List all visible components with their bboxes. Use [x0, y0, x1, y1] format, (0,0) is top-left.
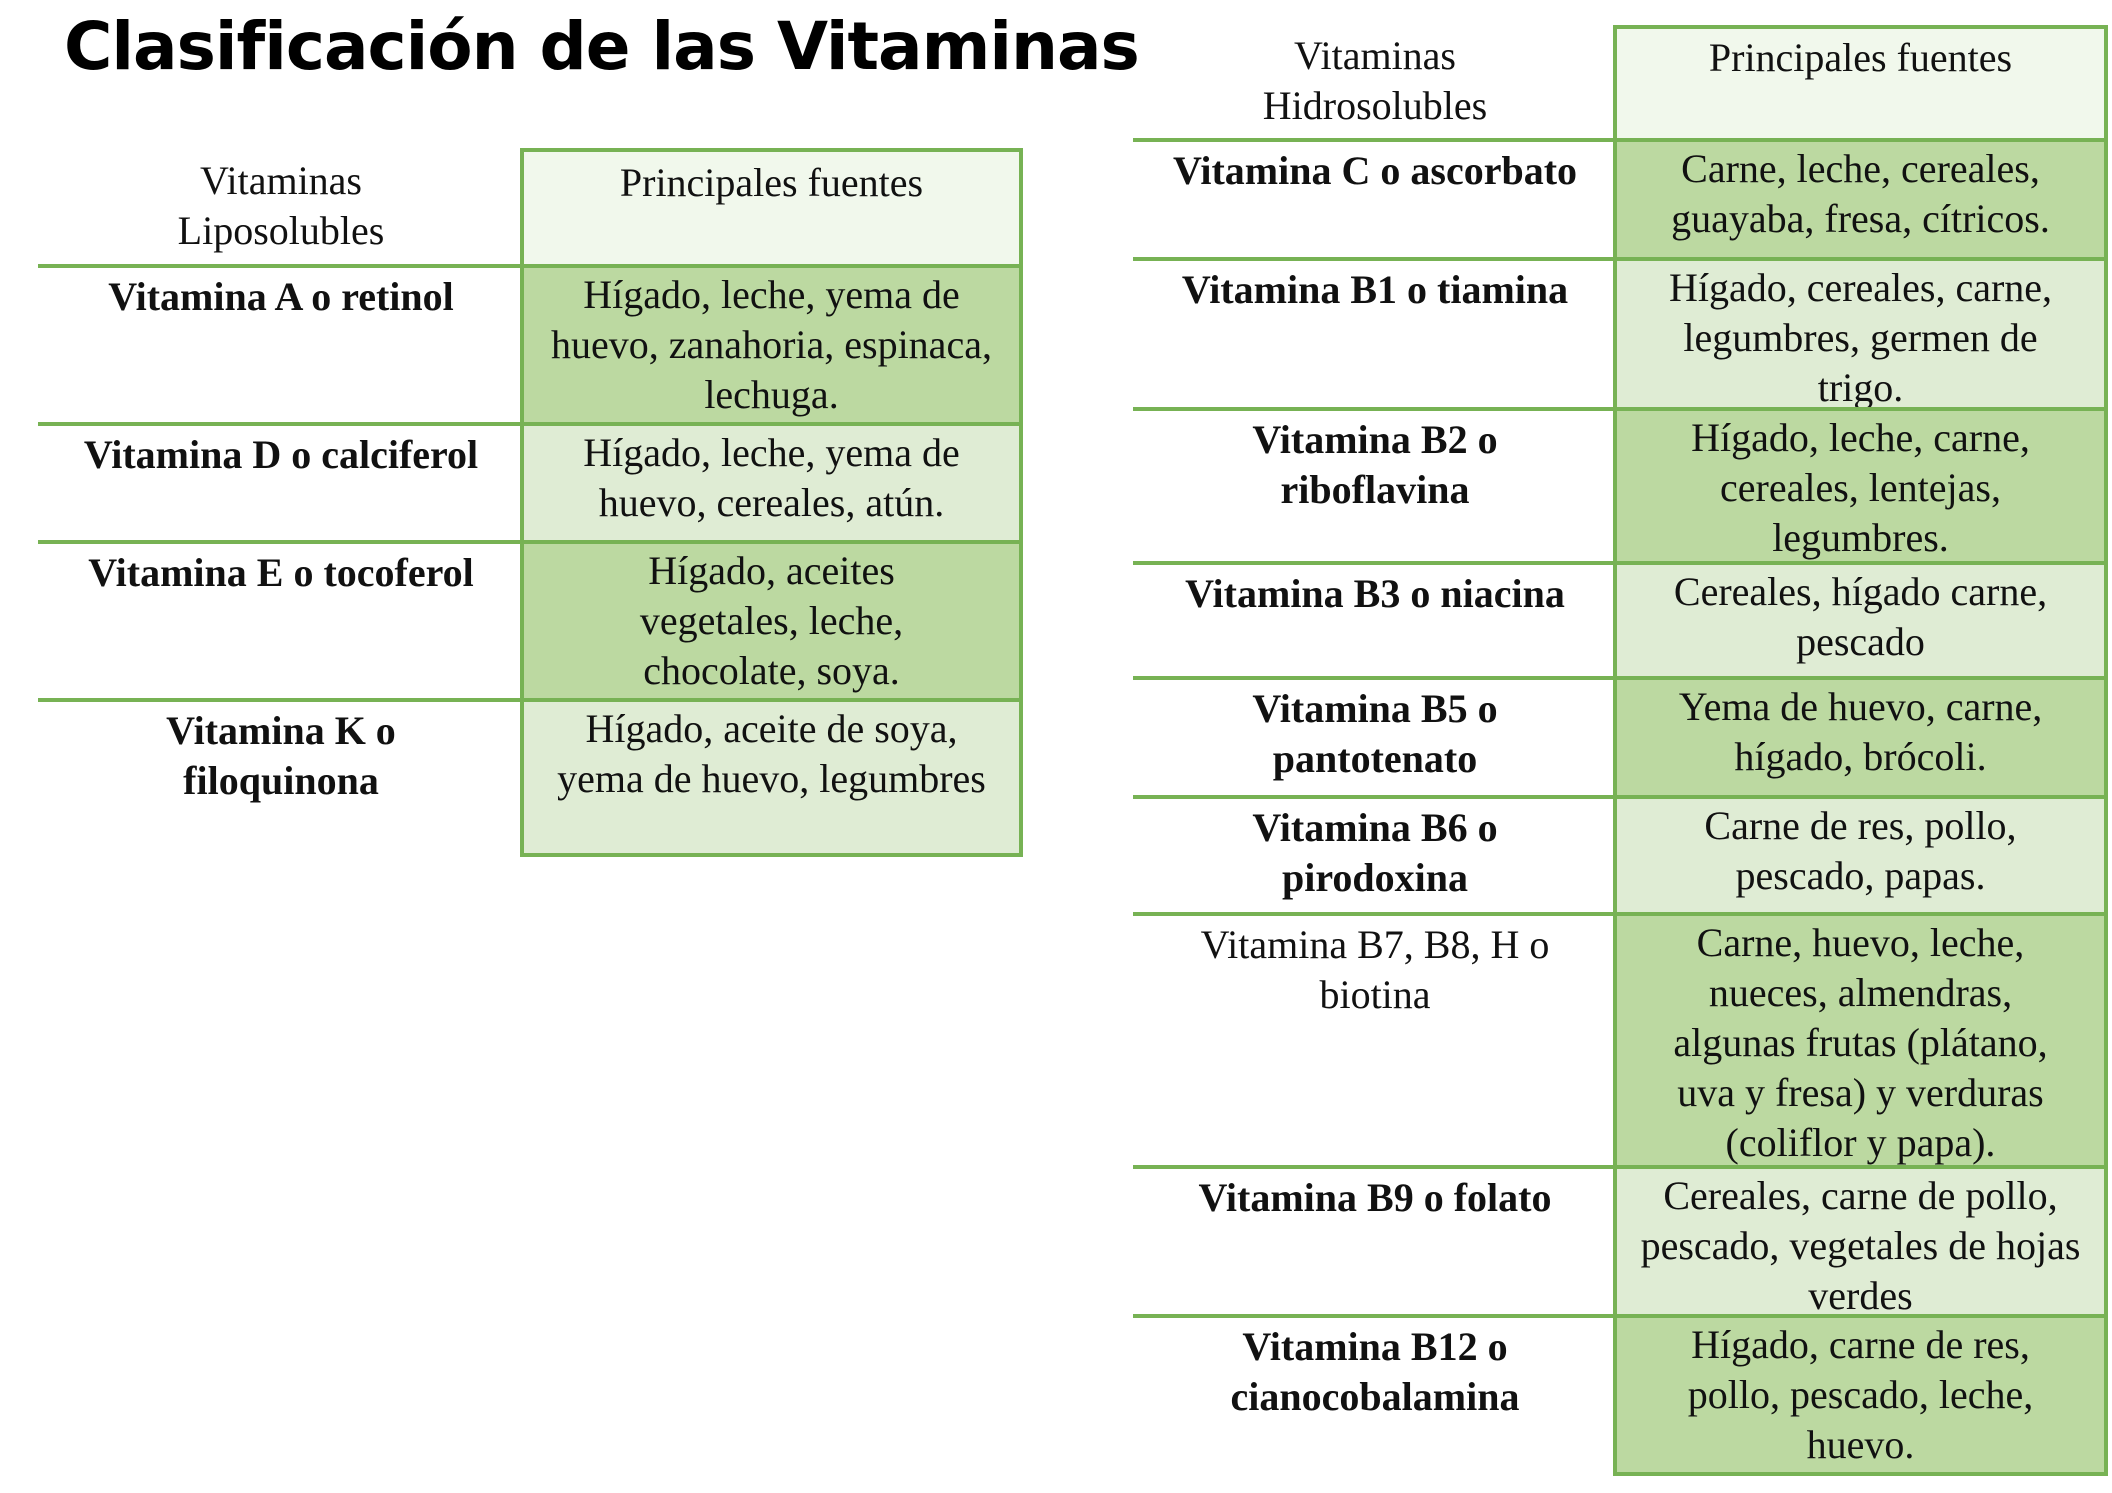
table-header-row: Vitaminas Hidrosolubles Principales fuen… [1133, 25, 2108, 138]
table-row: Vitamina B6 o pirodoxina Carne de res, p… [1133, 795, 2108, 912]
table-row: Vitamina B9 o folato Cereales, carne de … [1133, 1165, 2108, 1318]
vitamin-sources: Cereales, carne de pollo, pescado, veget… [1613, 1169, 2108, 1318]
header-principales-fuentes: Principales fuentes [1613, 25, 2108, 138]
table-row: Vitamina B7, B8, H o biotina Carne, huev… [1133, 912, 2108, 1165]
liposolubles-table: Vitaminas Liposolubles Principales fuent… [38, 148, 1023, 857]
page-title: Clasificación de las Vitaminas [64, 8, 1140, 85]
vitamin-sources: Carne, huevo, leche, nueces, almendras, … [1613, 916, 2108, 1165]
vitamin-sources: Hígado, leche, yema de huevo, cereales, … [520, 426, 1023, 540]
vitamin-sources: Cereales, hígado carne, pescado [1613, 565, 2108, 676]
table-header-row: Vitaminas Liposolubles Principales fuent… [38, 148, 1023, 264]
hidrosolubles-table: Vitaminas Hidrosolubles Principales fuen… [1133, 25, 2108, 1476]
vitamin-sources: Yema de huevo, carne, hígado, brócoli. [1613, 680, 2108, 795]
vitamin-name: Vitamina B3 o niacina [1185, 571, 1565, 616]
table-row: Vitamina K o filoquinona Hígado, aceite … [38, 698, 1023, 857]
table-row: Vitamina D o calciferol Hígado, leche, y… [38, 422, 1023, 540]
vitamin-name: Vitamina B12 o cianocobalamina [1230, 1324, 1520, 1419]
table-row: Vitamina C o ascorbato Carne, leche, cer… [1133, 138, 2108, 257]
table-row: Vitamina B3 o niacina Cereales, hígado c… [1133, 561, 2108, 676]
vitamin-sources: Hígado, carne de res, pollo, pescado, le… [1613, 1318, 2108, 1476]
vitamin-sources: Carne de res, pollo, pescado, papas. [1613, 799, 2108, 912]
vitamin-name: Vitamina D o calciferol [83, 432, 479, 477]
vitamin-name: Vitamina B2 o riboflavina [1252, 417, 1498, 512]
table-row: Vitamina B5 o pantotenato Yema de huevo,… [1133, 676, 2108, 795]
vitamin-sources: Hígado, leche, yema de huevo, zanahoria,… [520, 268, 1023, 422]
vitamin-name: Vitamina A o retinol [108, 274, 454, 319]
vitamin-name: Vitamina K o filoquinona [166, 708, 396, 803]
vitamin-name: Vitamina B5 o pantotenato [1252, 686, 1498, 781]
table-row: Vitamina E o tocoferol Hígado, aceites v… [38, 540, 1023, 698]
vitamin-name: Vitamina E o tocoferol [88, 550, 474, 595]
header-vitaminas-liposolubles: Vitaminas Liposolubles [177, 158, 385, 253]
vitamin-name: Vitamina B9 o folato [1198, 1175, 1552, 1220]
vitamin-name: Vitamina B6 o pirodoxina [1252, 805, 1498, 900]
vitamin-sources: Hígado, cereales, carne, legumbres, germ… [1613, 261, 2108, 410]
table-row: Vitamina B2 o riboflavina Hígado, leche,… [1133, 407, 2108, 561]
vitamin-sources: Carne, leche, cereales, guayaba, fresa, … [1613, 142, 2108, 257]
vitamin-sources: Hígado, aceite de soya, yema de huevo, l… [520, 702, 1023, 857]
table-row: Vitamina B1 o tiamina Hígado, cereales, … [1133, 257, 2108, 410]
vitamin-name: Vitamina B1 o tiamina [1181, 267, 1569, 312]
vitamin-sources: Hígado, leche, carne, cereales, lentejas… [1613, 411, 2108, 561]
vitamin-name: Vitamina B7, B8, H o biotina [1200, 922, 1550, 1017]
vitamin-sources: Hígado, aceites vegetales, leche, chocol… [520, 544, 1023, 698]
table-row: Vitamina A o retinol Hígado, leche, yema… [38, 264, 1023, 422]
header-principales-fuentes: Principales fuentes [520, 148, 1023, 264]
vitamin-name: Vitamina C o ascorbato [1172, 148, 1578, 193]
table-row: Vitamina B12 o cianocobalamina Hígado, c… [1133, 1314, 2108, 1476]
header-vitaminas-hidrosolubles: Vitaminas Hidrosolubles [1262, 33, 1488, 128]
